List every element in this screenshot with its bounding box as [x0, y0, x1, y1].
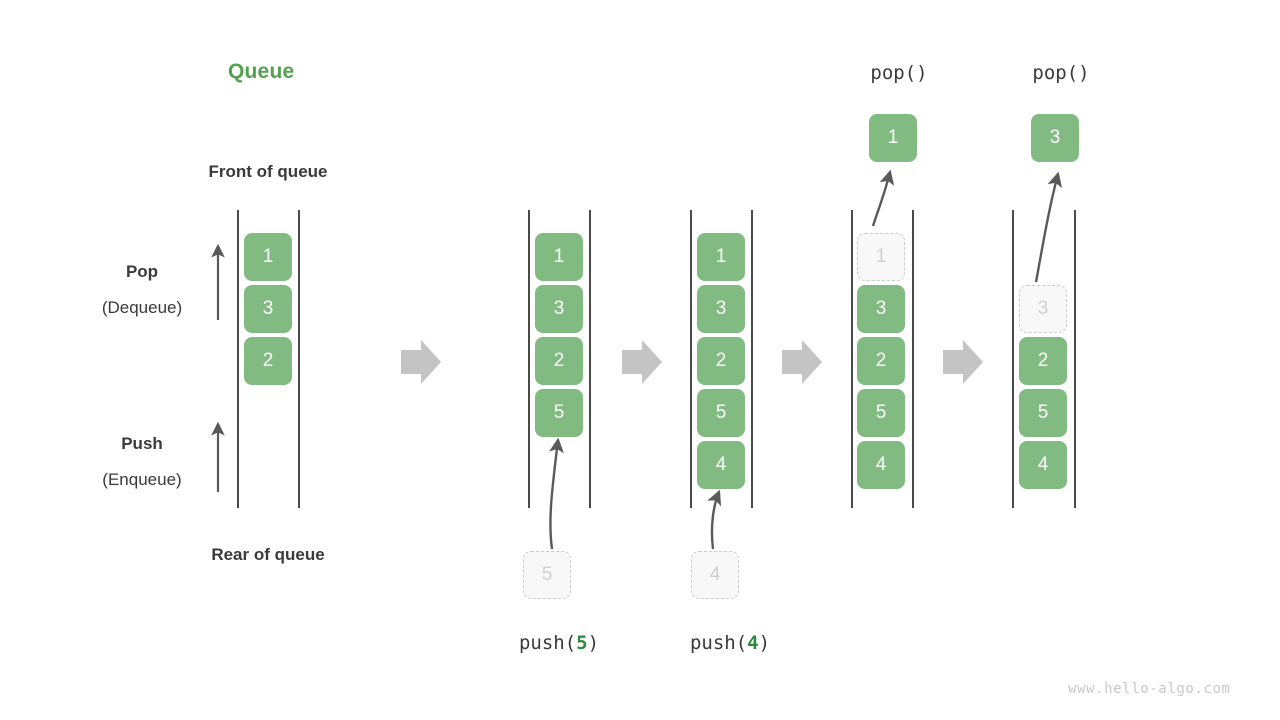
- queue-node: 3: [535, 285, 583, 333]
- queue-rail-left-push5: [528, 210, 530, 508]
- push-4-arrow-icon: [707, 489, 722, 550]
- queue-rail-right-push4: [751, 210, 753, 508]
- push-5-caption-prefix: push(: [518, 632, 577, 654]
- queue-node: 2: [244, 337, 292, 385]
- pop-label: Pop: [125, 262, 159, 281]
- queue-rail-right-initial: [298, 210, 300, 508]
- push-4-caption: push(4): [630, 632, 830, 654]
- queue-node: 3: [697, 285, 745, 333]
- pop-alt-label: (Dequeue): [101, 298, 183, 317]
- popped-node: 3: [1031, 114, 1079, 162]
- queue-node: 2: [857, 337, 905, 385]
- pop-1-arrow-icon: [871, 169, 895, 227]
- queue-node: 1: [535, 233, 583, 281]
- queue-node: 2: [535, 337, 583, 385]
- queue-node: 5: [535, 389, 583, 437]
- stage-separator-arrow-icon: [622, 340, 662, 384]
- queue-ghost-node-outgoing: 1: [857, 233, 905, 281]
- watermark: www.hello-algo.com: [1068, 681, 1231, 697]
- queue-rail-right-pop3: [1074, 210, 1076, 508]
- pop-3-caption: pop(): [1032, 62, 1090, 84]
- queue-ghost-node-incoming: 5: [523, 551, 571, 599]
- queue-node: 2: [1019, 337, 1067, 385]
- stage-separator-arrow-icon: [401, 340, 441, 384]
- queue-node: 5: [697, 389, 745, 437]
- push-5-arrow-icon: [549, 437, 564, 550]
- push-5-caption-suffix: ): [587, 632, 600, 654]
- pop-3-arrow-icon: [1034, 171, 1063, 283]
- queue-rail-right-pop1: [912, 210, 914, 508]
- queue-rail-left-initial: [237, 210, 239, 508]
- pop-1-caption: pop(): [870, 62, 928, 84]
- push-5-caption-arg: 5: [576, 632, 588, 654]
- queue-ghost-node-outgoing: 3: [1019, 285, 1067, 333]
- rear-of-queue-label: Rear of queue: [211, 545, 325, 564]
- push-label: Push: [121, 434, 163, 453]
- stage-separator-arrow-icon: [943, 340, 983, 384]
- queue-node: 1: [244, 233, 292, 281]
- queue-node: 4: [857, 441, 905, 489]
- push-4-caption-suffix: ): [758, 632, 771, 654]
- queue-node: 3: [857, 285, 905, 333]
- queue-node: 5: [1019, 389, 1067, 437]
- push-4-caption-arg: 4: [747, 632, 759, 654]
- push-4-caption-prefix: push(: [689, 632, 748, 654]
- queue-node: 3: [244, 285, 292, 333]
- push-alt-label: (Enqueue): [102, 470, 182, 489]
- queue-node: 5: [857, 389, 905, 437]
- queue-rail-right-push5: [589, 210, 591, 508]
- stage-separator-arrow-icon: [782, 340, 822, 384]
- page-title: Queue: [228, 60, 295, 83]
- queue-node: 4: [1019, 441, 1067, 489]
- queue-rail-left-push4: [690, 210, 692, 508]
- front-of-queue-label: Front of queue: [208, 162, 328, 181]
- popped-node: 1: [869, 114, 917, 162]
- queue-ghost-node-incoming: 4: [691, 551, 739, 599]
- queue-node: 2: [697, 337, 745, 385]
- queue-rail-left-pop3: [1012, 210, 1014, 508]
- queue-node: 1: [697, 233, 745, 281]
- queue-node: 4: [697, 441, 745, 489]
- push-5-caption: push(5): [459, 632, 659, 654]
- queue-rail-left-pop1: [851, 210, 853, 508]
